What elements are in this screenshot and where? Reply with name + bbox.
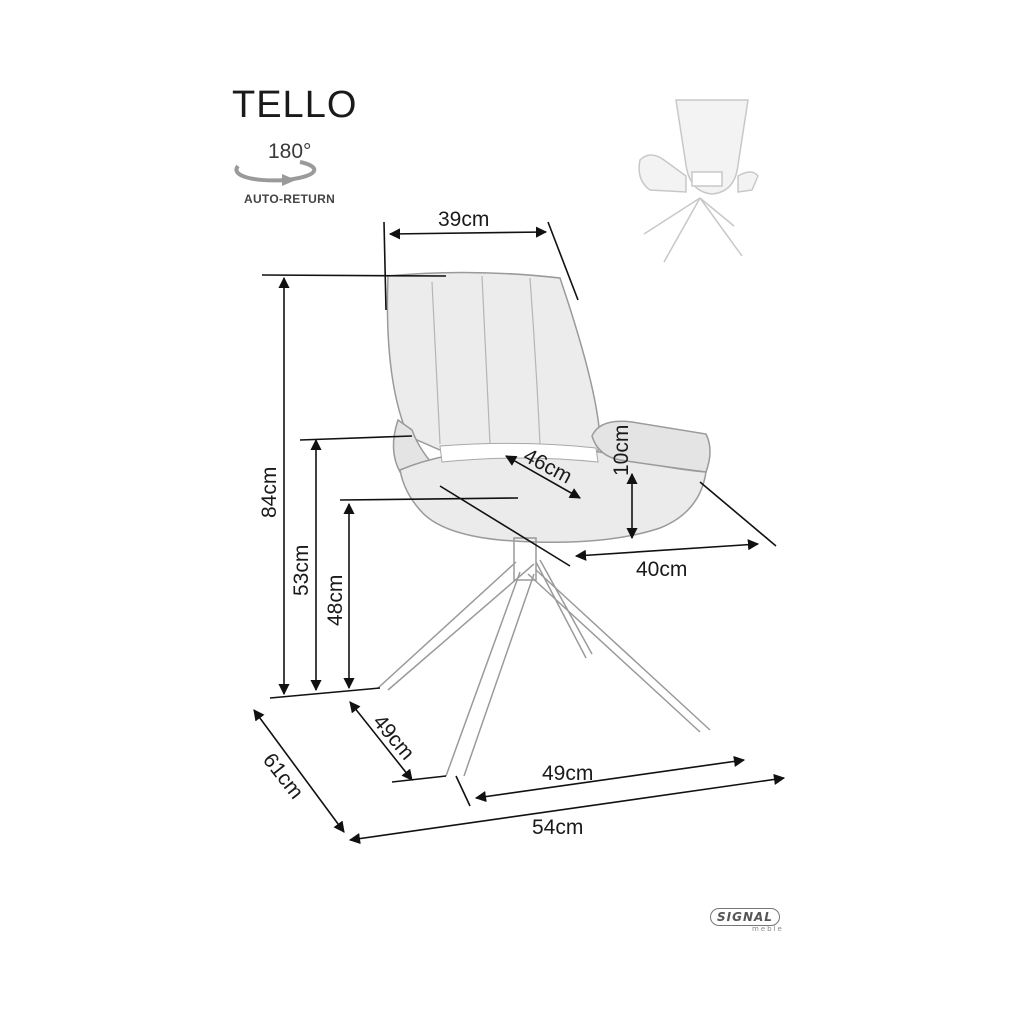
dim-seat-width: 40cm (636, 558, 687, 581)
brand-sub: meble (752, 925, 784, 933)
brand-logo: SIGNAL (710, 908, 780, 926)
product-title: TELLO (232, 84, 358, 126)
chair-drawing (377, 271, 711, 777)
dim-total-depth: 61cm (258, 749, 308, 804)
dim-total-height: 84cm (258, 467, 281, 518)
dim-seat-height: 48cm (324, 575, 347, 626)
dim-armrest-from-seat: 10cm (610, 425, 633, 476)
rotation-degrees: 180° (268, 140, 312, 163)
dim-armrest-height: 53cm (290, 545, 313, 596)
rotation-note: AUTO-RETURN (244, 192, 336, 206)
thumbnail-chair (638, 99, 759, 263)
dim-total-width: 54cm (532, 816, 583, 839)
rotation-icon (234, 160, 317, 186)
dim-base-width: 49cm (542, 762, 593, 785)
dim-backrest-width: 39cm (438, 208, 489, 231)
